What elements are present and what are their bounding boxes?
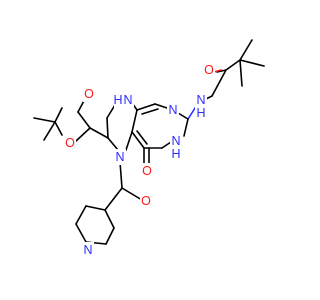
atom-n-ring-right: N [168,103,177,117]
atom-h-ring-lower: H [171,147,180,161]
atom-n-pyridine: N [83,243,92,257]
bond [33,117,56,123]
bond [211,69,227,97]
bond [225,59,241,71]
bond [75,127,91,142]
bond [183,118,189,137]
atom-n-amide: N [196,93,205,107]
atom-h-ring-left: H [113,93,122,107]
bond [216,69,227,73]
atom-n-ring-5: N [115,150,124,164]
bond [239,59,243,87]
bond [141,108,159,115]
bond [239,39,253,61]
bond [104,187,123,211]
bond [119,161,123,189]
bond [106,117,109,139]
bond [105,227,115,245]
bond [77,111,91,129]
bond [89,127,109,139]
atom-labels: O N H N N H N H O N O O O N [64,62,215,258]
atom-n-ring-lower: N [171,134,180,148]
bond [131,109,138,133]
atom-o-ketone-top: O [204,63,214,77]
atom-o-carbonyl-ring: O [142,164,152,178]
molecule-structure: O N H N N H N H O N O O O N [33,39,265,258]
bond [121,187,143,201]
atom-n-ring-left: N [123,93,132,107]
bond [104,209,115,229]
atom-h-amide: H [196,106,205,120]
bond [75,223,87,243]
atom-o-dioxolane-2: O [65,136,75,150]
bond [136,103,156,111]
bond [239,59,265,67]
bond [43,121,56,141]
bond [54,121,63,136]
bond [125,131,133,151]
bond [85,205,106,211]
bond [75,205,87,225]
bond [213,69,222,73]
bond [131,131,145,149]
atom-o-dioxolane-1: O [84,87,94,101]
bond [136,130,148,145]
bond [54,107,63,123]
atom-o-nicotinoyl: O [141,194,151,208]
bond [107,137,119,151]
